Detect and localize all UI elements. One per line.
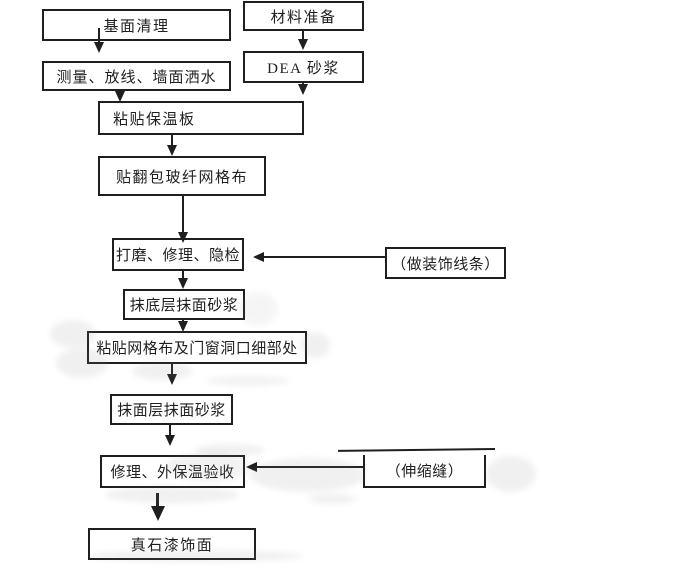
connector-finish-coat-repair-acceptance <box>169 425 171 436</box>
arrowhead-to-stone-paint <box>151 506 165 521</box>
flow-node-finish-coat-mortar: 抹面层抹面砂浆 <box>110 394 233 425</box>
connector-repair-acceptance-stone-paint <box>156 493 159 507</box>
flow-node-expansion-joint: （伸缩缝） <box>363 455 486 488</box>
connector-base-coat-mesh-openings <box>182 319 184 322</box>
connector-mesh-openings-finish-coat <box>171 363 173 375</box>
flow-node-material-prep: 材料准备 <box>243 1 364 31</box>
expansion-joint-top-line <box>337 448 496 452</box>
connector-base-cleaning-measure-layout <box>98 28 100 43</box>
connector-expansion-joint-repair <box>257 466 363 468</box>
connector-paste-insulation-wrap-mesh <box>171 134 173 146</box>
flow-node-mesh-and-openings: 粘贴网格布及门窗洞口细部处 <box>87 331 307 364</box>
connector-decorative-lines-grind <box>264 256 385 258</box>
flow-node-paste-insulation-board: 粘贴保温板 <box>98 101 304 135</box>
connector-material-prep-dea-mortar <box>302 31 304 40</box>
arrowhead-to-measure-layout <box>94 42 104 53</box>
arrowhead-to-repair-acceptance <box>165 435 175 446</box>
flow-node-repair-acceptance: 修理、外保温验收 <box>100 455 245 488</box>
arrowhead-expansion-to-repair <box>246 462 257 472</box>
scan-smudge <box>308 494 356 504</box>
arrowhead-to-base-coat <box>178 278 188 289</box>
connector-wrap-mesh-grind <box>182 195 184 233</box>
flow-node-base-coat-mortar: 抹底层抹面砂浆 <box>123 289 245 320</box>
flow-node-dea-mortar: DEA 砂浆 <box>243 51 364 83</box>
connector-dea-mortar-paste-insulation <box>302 82 304 85</box>
scan-smudge <box>205 376 290 386</box>
connector-grind-base-coat <box>182 270 184 280</box>
arrowhead-decorative-to-grind <box>253 252 264 262</box>
scan-smudge <box>486 456 536 492</box>
flow-node-stone-paint-finish: 真石漆饰面 <box>88 528 256 560</box>
flow-node-decorative-lines: （做装饰线条） <box>385 247 506 279</box>
scan-smudge <box>132 362 192 380</box>
flow-node-wrap-fiberglass-mesh: 贴翻包玻纤网格布 <box>98 156 266 196</box>
arrowhead-to-paste-insulation <box>115 91 125 102</box>
scan-smudge <box>250 458 365 492</box>
arrowhead-to-wrap-mesh <box>167 145 177 156</box>
arrowhead-dea-to-paste-insulation <box>298 84 308 95</box>
arrowhead-to-grind <box>178 232 188 243</box>
arrowhead-to-mesh-openings <box>178 321 188 332</box>
flow-node-measure-layout: 测量、放线、墙面洒水 <box>42 61 231 91</box>
flow-node-base-cleaning: 基面清理 <box>42 9 231 41</box>
arrowhead-to-dea-mortar <box>298 39 308 50</box>
arrowhead-to-finish-coat <box>167 374 177 385</box>
scan-smudge <box>104 487 239 503</box>
